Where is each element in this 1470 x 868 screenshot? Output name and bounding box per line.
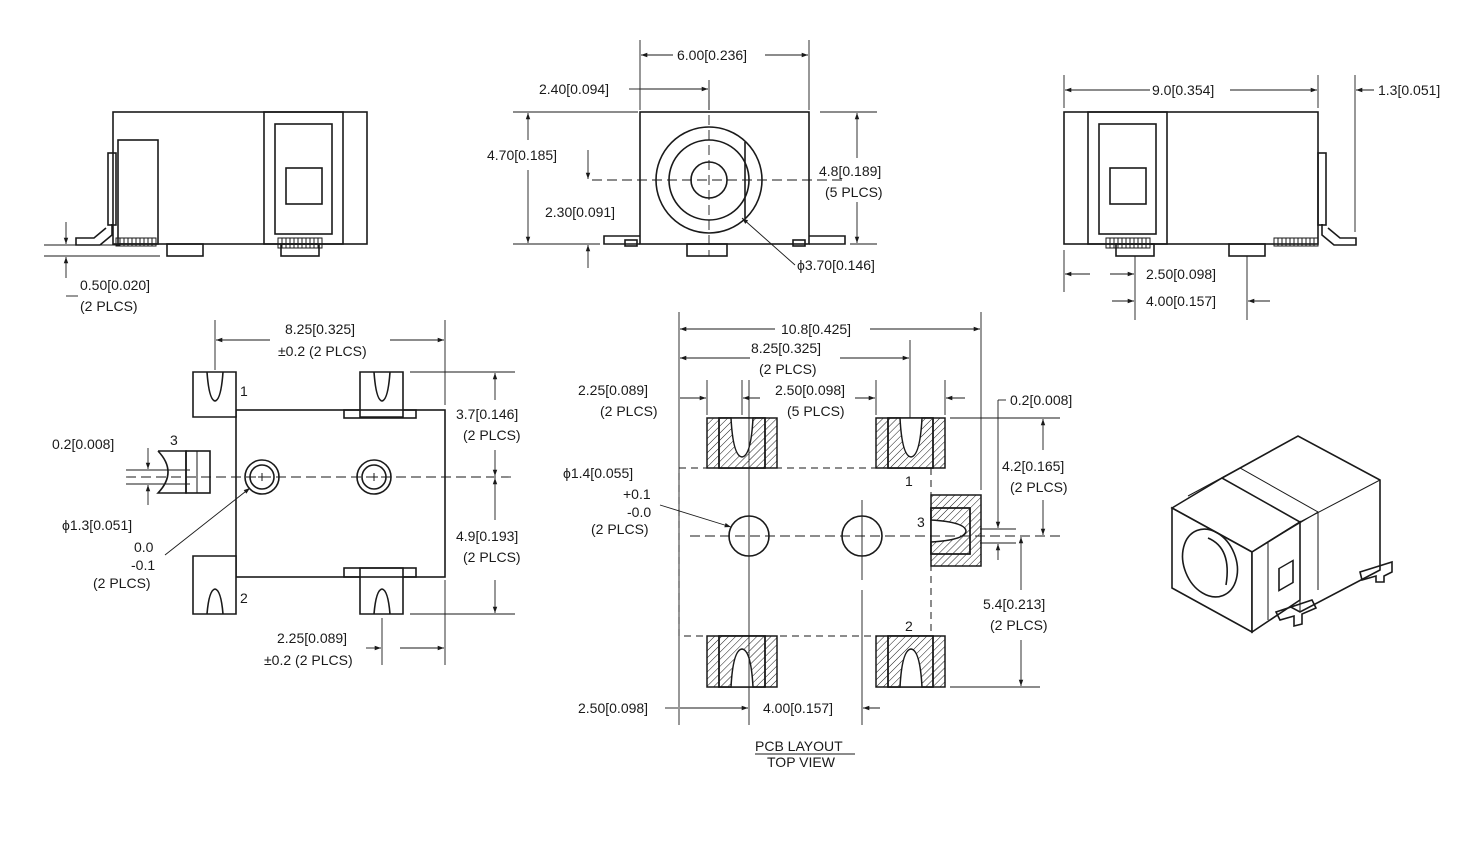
bottom-width-tol: ±0.2 (2 PLCS) — [278, 343, 367, 359]
left-standoff-note: (2 PLCS) — [80, 298, 138, 314]
bottom-hole-note: (2 PLCS) — [93, 575, 151, 591]
left-standoff-dim: 0.50[0.020] — [80, 277, 150, 293]
front-pin-height-dim: 4.8[0.189] — [819, 163, 881, 179]
pcb-8-25-dim: 8.25[0.325] — [751, 340, 821, 356]
front-center-dim: 2.30[0.091] — [545, 204, 615, 220]
bottom-4-9-note: (2 PLCS) — [463, 549, 521, 565]
pcb-10-8-dim: 10.8[0.425] — [781, 321, 851, 337]
bottom-4-9-dim: 4.9[0.193] — [456, 528, 518, 544]
pcb-hole-note: (2 PLCS) — [591, 521, 649, 537]
pcb-pin-3-label: 3 — [917, 514, 925, 530]
bottom-pin-2-label: 2 — [240, 590, 248, 606]
bottom-3-7-note: (2 PLCS) — [463, 427, 521, 443]
right-side-view — [1063, 75, 1374, 320]
pcb-4-2-dim: 4.2[0.165] — [1002, 458, 1064, 474]
pcb-hole-tol-b: -0.0 — [627, 504, 651, 520]
side-width-dim: 9.0[0.354] — [1152, 82, 1214, 98]
isometric-view — [1170, 435, 1393, 634]
pcb-bottom-2-50-dim: 2.50[0.098] — [578, 700, 648, 716]
pcb-2-50-note: (5 PLCS) — [787, 403, 845, 419]
pcb-bottom-4-00-dim: 4.00[0.157] — [763, 700, 833, 716]
pcb-0-2-dim: 0.2[0.008] — [1010, 392, 1072, 408]
bottom-0-2-dim: 0.2[0.008] — [52, 436, 114, 452]
pcb-pin-1-label: 1 — [905, 473, 913, 489]
front-height-dim: 4.70[0.185] — [487, 147, 557, 163]
pcb-hole-dim: ϕ1.4[0.055] — [563, 465, 633, 481]
front-pin-height-note: (5 PLCS) — [825, 184, 883, 200]
bore-diameter-dim: ϕ3.70[0.146] — [797, 257, 875, 273]
pcb-2-50-dim: 2.50[0.098] — [775, 382, 845, 398]
pcb-5-4-dim: 5.4[0.213] — [983, 596, 1045, 612]
pcb-5-4-note: (2 PLCS) — [990, 617, 1048, 633]
bottom-pin-1-label: 1 — [240, 383, 248, 399]
side-thickness-dim: 1.3[0.051] — [1378, 82, 1440, 98]
left-side-view — [44, 111, 368, 297]
bottom-width-dim: 8.25[0.325] — [285, 321, 355, 337]
pcb-layout-subtitle: TOP VIEW — [767, 754, 836, 770]
pcb-4-2-note: (2 PLCS) — [1010, 479, 1068, 495]
pcb-layout — [659, 312, 1060, 755]
pcb-hole-tol-a: +0.1 — [623, 486, 651, 502]
top-offset-dim: 2.40[0.094] — [539, 81, 609, 97]
pcb-pin-2-label: 2 — [905, 618, 913, 634]
bottom-view — [126, 320, 515, 665]
bottom-2-25-tol: ±0.2 (2 PLCS) — [264, 652, 353, 668]
pcb-layout-title: PCB LAYOUT — [755, 738, 843, 754]
pcb-2-25-dim: 2.25[0.089] — [578, 382, 648, 398]
side-2-50-dim: 2.50[0.098] — [1146, 266, 1216, 282]
bottom-hole-tol-b: -0.1 — [131, 557, 155, 573]
bottom-2-25-dim: 2.25[0.089] — [277, 630, 347, 646]
front-view — [513, 40, 877, 268]
pcb-2-25-note: (2 PLCS) — [600, 403, 658, 419]
bottom-3-7-dim: 3.7[0.146] — [456, 406, 518, 422]
bottom-hole-tol-a: 0.0 — [134, 539, 154, 555]
pcb-8-25-note: (2 PLCS) — [759, 361, 817, 377]
bottom-pin-3-label: 3 — [170, 432, 178, 448]
top-width-dim: 6.00[0.236] — [677, 47, 747, 63]
bottom-hole-dim: ϕ1.3[0.051] — [62, 517, 132, 533]
side-4-00-dim: 4.00[0.157] — [1146, 293, 1216, 309]
